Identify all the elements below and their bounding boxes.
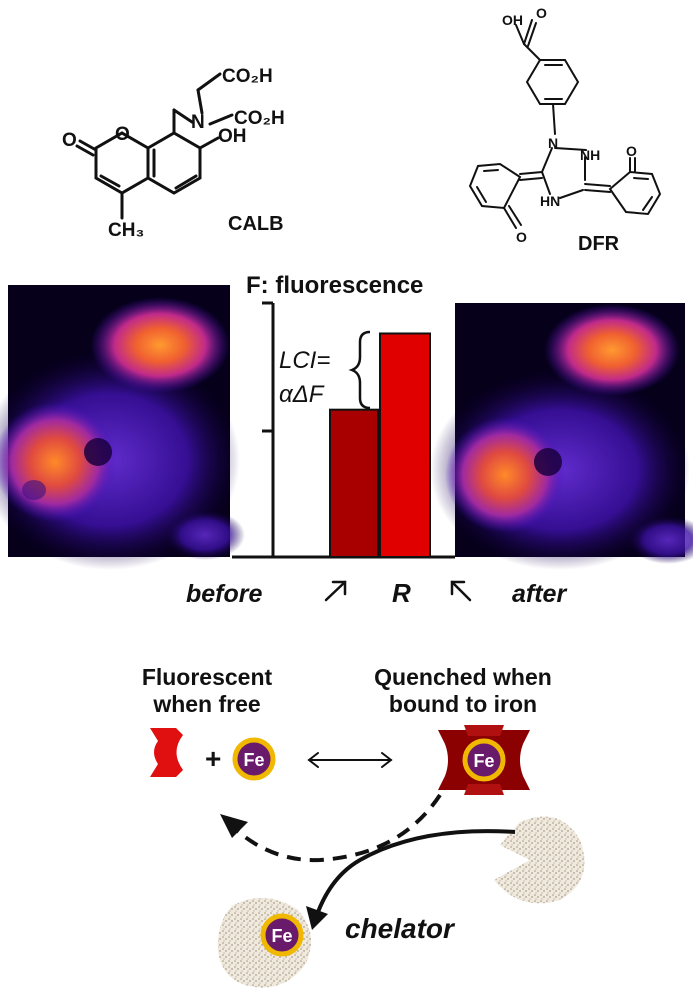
calb-structure xyxy=(75,72,234,220)
dfr-n: N xyxy=(548,135,558,151)
dfr-o-left: O xyxy=(516,229,527,245)
chelator-empty-icon xyxy=(494,816,585,904)
dfr-o-acid: O xyxy=(536,5,547,21)
solid-arrow-icon xyxy=(306,829,516,930)
dfr-hn: HN xyxy=(540,193,560,209)
lci-label-line1: LCI= xyxy=(279,347,330,374)
bar-before xyxy=(329,408,379,558)
bound-probe-icon xyxy=(438,725,530,795)
calb-n: N xyxy=(191,112,205,133)
dfr-o-right: O xyxy=(626,143,637,159)
bar-after-rect xyxy=(379,332,431,559)
bar-before-rect xyxy=(329,408,379,558)
double-arrow-icon xyxy=(307,752,393,768)
chart-title: F: fluorescence xyxy=(246,272,423,299)
plus-sign: + xyxy=(205,743,221,774)
calb-oh: OH xyxy=(218,126,247,147)
dfr-oh: OH xyxy=(502,12,523,28)
fe-label: Fe xyxy=(243,750,264,770)
calb-ch3: CH₃ xyxy=(108,220,144,241)
arrow-up-right-icon xyxy=(324,580,347,602)
bound-label-line1: Quenched when xyxy=(374,664,552,690)
label-r: R xyxy=(392,578,411,608)
label-before: before xyxy=(186,580,263,608)
calb-o-carbonyl: O xyxy=(62,130,77,151)
free-label-line1: Fluorescent xyxy=(142,664,273,690)
calb-co2h-top: CO₂H xyxy=(222,66,273,87)
calb-o-ring: O xyxy=(115,124,130,145)
dfr-structure xyxy=(468,19,662,229)
bound-label-line2: bound to iron xyxy=(389,691,537,717)
lci-brace xyxy=(348,330,371,410)
dashed-arrow-icon xyxy=(220,793,442,863)
dfr-nh: NH xyxy=(580,147,600,163)
fe-bound-label: Fe xyxy=(473,751,494,771)
calb-name: CALB xyxy=(228,213,284,235)
iron-ion-icon xyxy=(232,737,276,781)
label-after: after xyxy=(512,580,567,608)
free-probe-icon xyxy=(150,728,183,777)
micrograph-before xyxy=(0,285,245,570)
fe-chelator-label: Fe xyxy=(271,926,292,946)
calb-co2h-bottom: CO₂H xyxy=(234,108,285,129)
dfr-name: DFR xyxy=(578,233,620,255)
free-label-line2: when free xyxy=(152,691,260,717)
arrow-up-left-icon xyxy=(450,580,472,602)
micrograph-after xyxy=(430,303,693,570)
chelator-label: chelator xyxy=(345,913,456,944)
iron-in-chelator-icon xyxy=(260,913,304,957)
bar-after xyxy=(379,332,431,559)
lci-label-line2: αΔF xyxy=(279,381,325,408)
